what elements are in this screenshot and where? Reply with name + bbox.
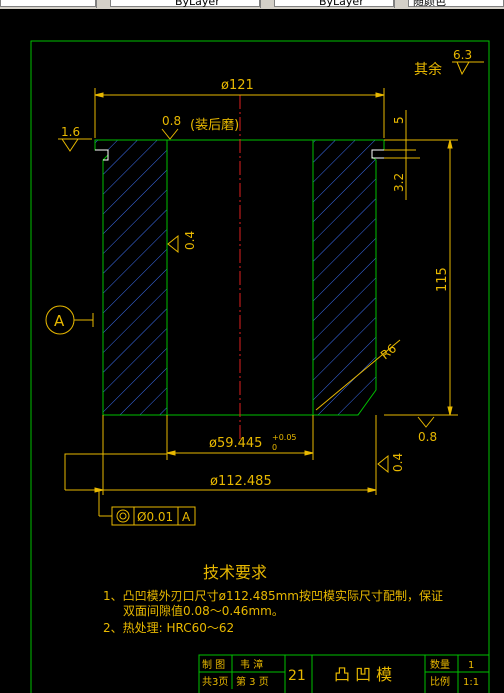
dim-step-height: 5 bbox=[392, 116, 406, 124]
scale-value: 1:1 bbox=[463, 677, 479, 688]
title-block bbox=[198, 654, 490, 693]
dim-outer-top-text: ø121 bbox=[221, 78, 254, 93]
dim-bore-tol-upper: +0.05 bbox=[272, 433, 297, 442]
concentricity-icon bbox=[116, 509, 130, 523]
plotstyle-dropdown[interactable]: 随颜色 bbox=[408, 0, 504, 8]
made-by-name: 韦 漳 bbox=[240, 658, 263, 671]
roughness-symbol-icon bbox=[452, 61, 484, 76]
properties-toolbar: ByLayer ByLayer 随颜色 bbox=[0, 0, 504, 9]
roughness-symbol-icon bbox=[58, 138, 92, 152]
dim-bore bbox=[166, 415, 314, 460]
roughness-inner-wall: 0.4 bbox=[183, 231, 197, 250]
chevron-down-icon[interactable] bbox=[260, 0, 271, 8]
dim-bore-tol-lower: 0 bbox=[272, 443, 277, 452]
tech-line1b: 双面间隙值0.08～0.46mm。 bbox=[123, 603, 284, 618]
datum-label: A bbox=[54, 312, 65, 330]
radius-label: R6 bbox=[378, 341, 399, 362]
note-after-grind: (装后磨) bbox=[190, 118, 239, 133]
dim-outer-main-text: ø112.485 bbox=[210, 474, 272, 489]
roughness-other-label: 其余 bbox=[414, 61, 442, 78]
tech-line1: 1、凸凹模外刃口尺寸ø112.485mm按凹模实际尺寸配制，保证 bbox=[103, 588, 443, 603]
drawing-border bbox=[30, 40, 490, 693]
dim-bore-text: ø59.445 bbox=[209, 436, 262, 451]
linetype-dropdown[interactable]: ByLayer bbox=[110, 0, 260, 8]
roughness-other-value: 6.3 bbox=[453, 48, 472, 62]
dim-total-height-text: 115 bbox=[435, 267, 450, 292]
sheet-no: 第 3 页 bbox=[236, 675, 269, 688]
dim-step-depth: 3.2 bbox=[392, 173, 406, 192]
cad-drawing-canvas[interactable]: 其余 6.3 ø121 1.6 0.8 (装后磨) 5 3.2 bbox=[0, 9, 504, 693]
roughness-bottom: 0.8 bbox=[418, 430, 437, 444]
chevron-down-icon[interactable] bbox=[96, 0, 107, 8]
drawing-no: 21 bbox=[288, 668, 306, 684]
lineweight-dropdown[interactable]: ByLayer bbox=[274, 0, 394, 8]
chevron-down-icon[interactable] bbox=[394, 0, 405, 8]
part-section bbox=[94, 139, 385, 416]
sheets-total: 共3页 bbox=[202, 676, 228, 688]
roughness-symbol-icon bbox=[377, 454, 389, 474]
roughness-symbol-icon bbox=[417, 416, 435, 428]
tech-line2: 2、热处理: HRC60～62 bbox=[103, 621, 234, 635]
tech-title: 技术要求 bbox=[203, 563, 267, 582]
linetype-value: ByLayer bbox=[175, 0, 220, 8]
tolerance-frame bbox=[98, 490, 196, 526]
made-by-label: 制 图 bbox=[202, 658, 225, 671]
qty-value: 1 bbox=[468, 660, 474, 671]
plotstyle-value: 随颜色 bbox=[413, 0, 446, 8]
scale-label: 比例 bbox=[430, 675, 450, 688]
dim-outer-top bbox=[94, 88, 385, 138]
tol-datum: A bbox=[182, 510, 191, 524]
roughness-symbol-icon bbox=[161, 128, 179, 140]
tol-value: Ø0.01 bbox=[137, 510, 173, 524]
part-name: 凸 凹 模 bbox=[334, 665, 392, 684]
lineweight-value: ByLayer bbox=[319, 0, 364, 8]
roughness-symbol-icon bbox=[167, 234, 179, 254]
color-dropdown[interactable] bbox=[0, 0, 96, 7]
roughness-outer: 0.4 bbox=[391, 453, 405, 472]
radius-leader bbox=[315, 339, 401, 411]
roughness-top-left: 1.6 bbox=[61, 125, 80, 139]
roughness-inner-top: 0.8 bbox=[162, 114, 181, 128]
qty-label: 数量 bbox=[430, 658, 450, 671]
